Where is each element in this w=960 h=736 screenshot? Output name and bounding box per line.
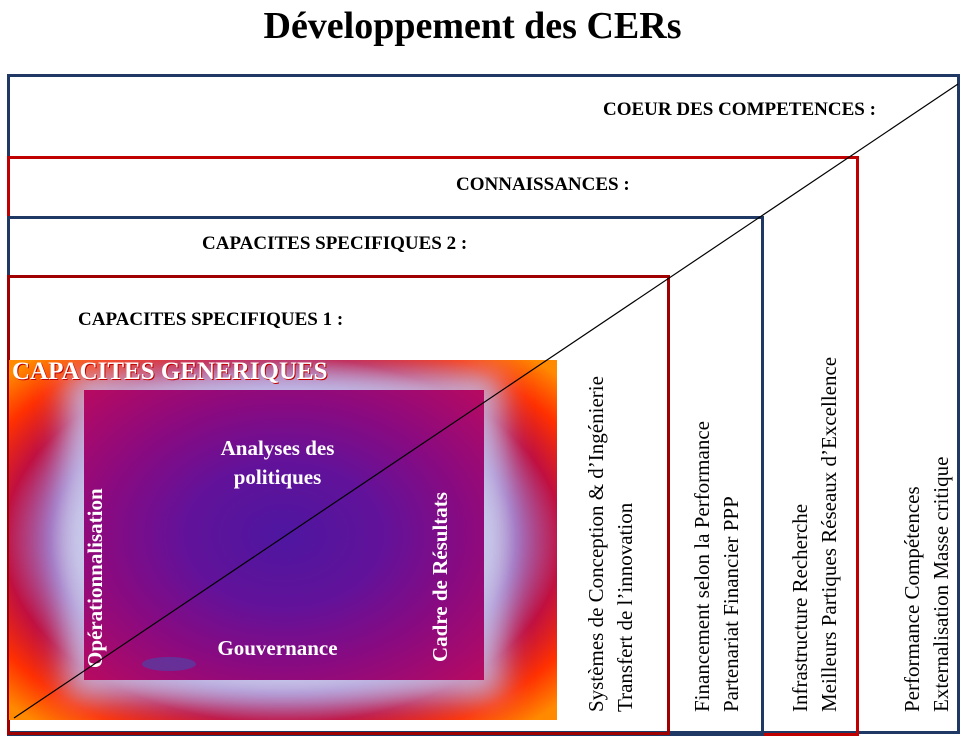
generic-capacities-core <box>84 390 484 680</box>
diagonal-stroke <box>13 83 959 719</box>
page-title: Développement des CERs <box>263 5 682 47</box>
decorative-oval <box>142 657 196 671</box>
label-specifiques-2: CAPACITES SPECIFIQUES 2 : <box>202 233 468 254</box>
label-specifiques-1: CAPACITES SPECIFIQUES 1 : <box>78 309 344 330</box>
generic-capacities-box <box>9 360 557 720</box>
generic-capacities-title: CAPACITES GENERIQUES <box>12 358 328 385</box>
label-coeur: COEUR DES COMPETENCES : <box>603 99 876 120</box>
label-connaissances: CONNAISSANCES : <box>456 174 630 195</box>
analyses-label: Analyses des politiques <box>220 436 335 489</box>
diagonal-line <box>13 83 959 719</box>
gouvernance-label: Gouvernance <box>217 636 338 660</box>
